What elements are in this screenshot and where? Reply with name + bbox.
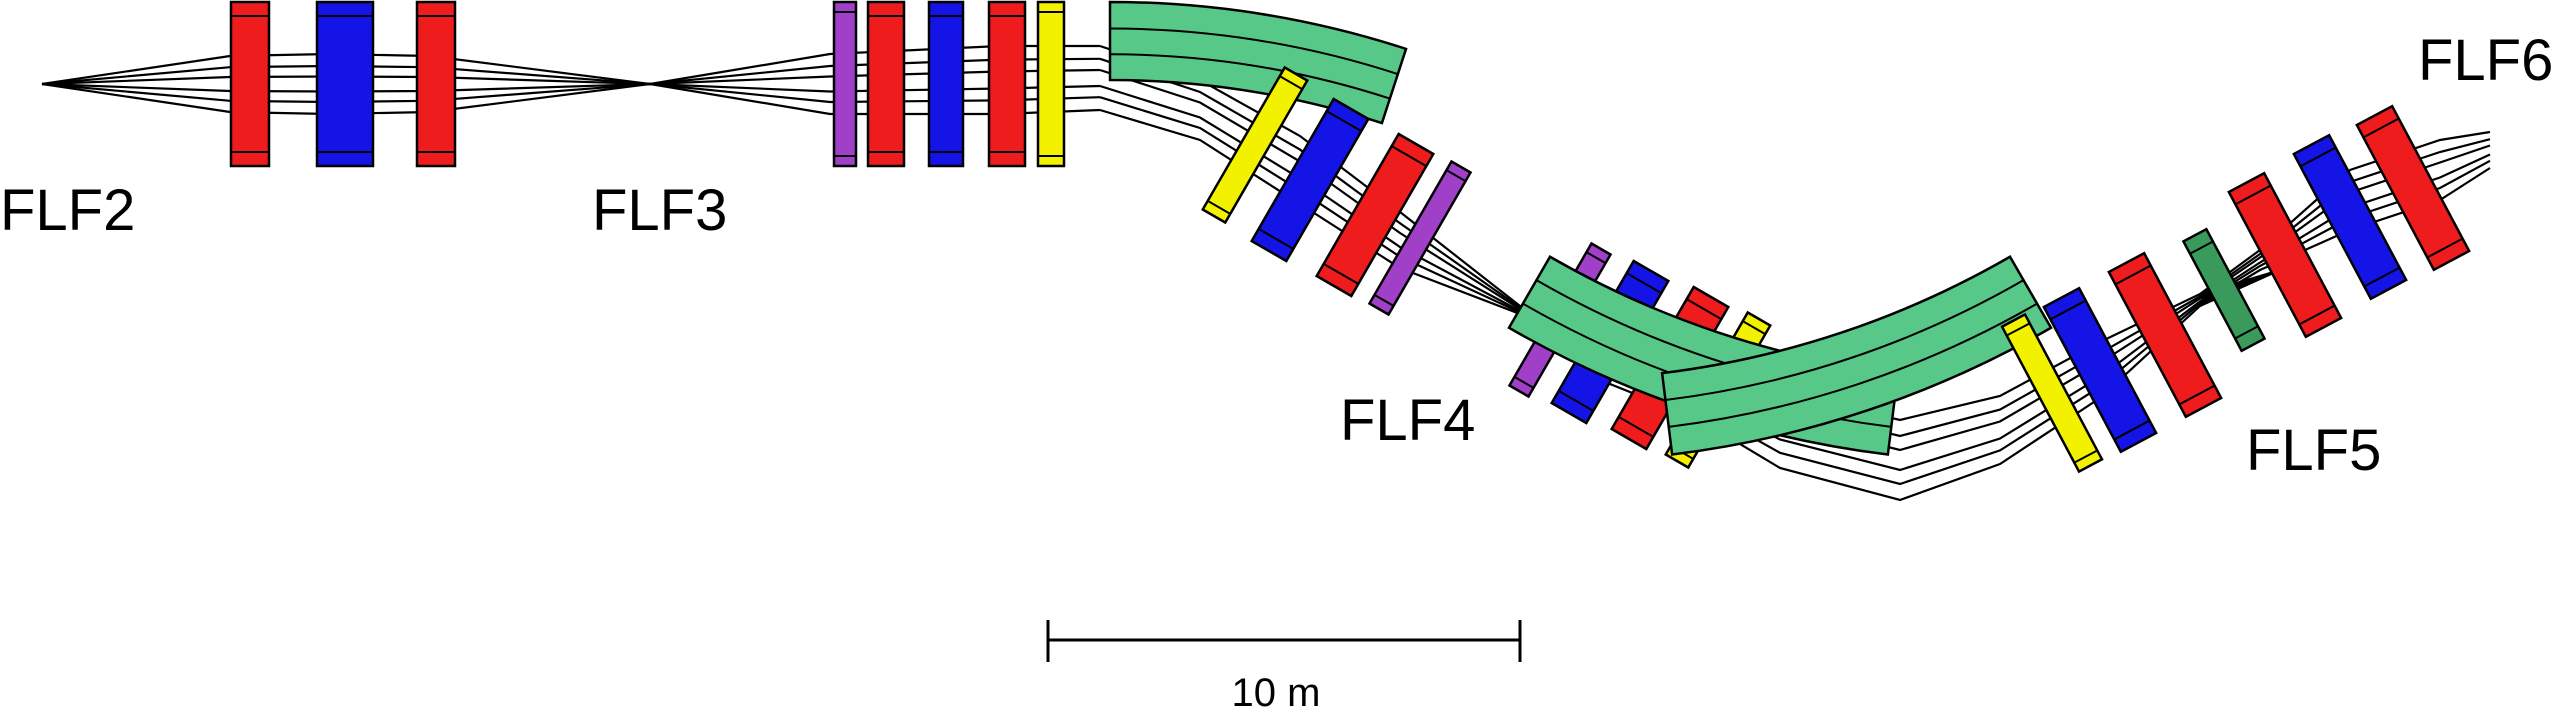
quad-3-focusing [415,0,457,168]
scale-bar-label: 10 m [1232,671,1321,707]
quad-13-focusing [2227,171,2343,339]
quad-7-defocusing [1249,97,1371,263]
dipole-1-pole-lines [1109,27,1399,100]
quad-11-defocusing [2042,286,2158,454]
flf5-label: FLF5 [2246,418,2381,483]
quad-15-focusing [2355,104,2471,272]
flf2-label: FLF2 [0,178,135,243]
quad-1-focusing [229,0,271,168]
quad-14-defocusing [2292,133,2408,301]
octupole-4 [2000,312,2104,474]
quad-12-focusing [2107,251,2223,419]
sextupole-2 [1367,159,1473,317]
dipole-3-pole-lines [1665,279,2038,428]
flf3-label: FLF3 [592,178,727,243]
quad-4-focusing [866,0,906,168]
quad-2-defocusing [315,0,375,168]
magnet-elements [229,0,2471,474]
octupole-1 [1036,0,1066,168]
flf6-label: FLF6 [2418,28,2553,93]
scale-bar [1046,620,1522,662]
sextupole-1 [832,0,858,168]
quad-5-defocusing [927,0,965,168]
flf4-label: FLF4 [1340,388,1475,453]
quad-6-focusing [987,0,1027,168]
octupole-2 [1201,65,1309,225]
wedge-degrader [2181,227,2267,353]
quad-8-focusing [1314,132,1436,298]
